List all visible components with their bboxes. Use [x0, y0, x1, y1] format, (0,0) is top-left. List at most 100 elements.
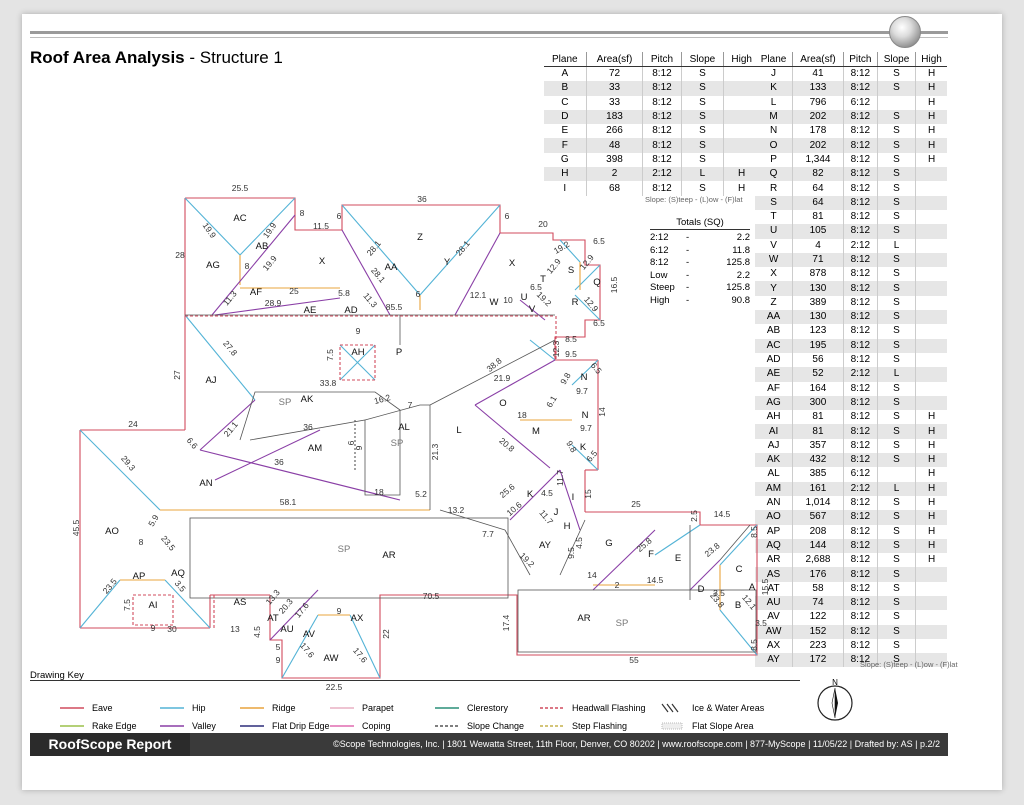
- plane-label: T: [540, 274, 546, 285]
- table-cell: G: [544, 152, 587, 168]
- table-cell: 8:12: [642, 138, 682, 153]
- plane-label: AA: [385, 262, 398, 273]
- dimension-label: 5.9: [146, 513, 161, 528]
- table-cell: L: [681, 167, 725, 182]
- footer-title: RoofScope Report: [30, 733, 190, 756]
- table-cell: 8:12: [642, 124, 682, 139]
- table-cell: AN: [755, 495, 794, 511]
- table-header: Plane: [544, 52, 587, 67]
- table-cell: V: [755, 238, 794, 253]
- key-item: Eave: [60, 703, 113, 713]
- table-cell: S: [877, 281, 917, 296]
- dimension-label: 30: [167, 624, 177, 634]
- totals-cell: 2.2: [736, 232, 750, 243]
- key-item: Parapet: [330, 703, 394, 713]
- key-item: Headwall Flashing: [540, 703, 646, 713]
- key-label: Parapet: [362, 703, 394, 713]
- plane-label: K: [527, 489, 534, 500]
- title-rest: - Structure 1: [184, 48, 283, 67]
- table-cell: 8:12: [843, 381, 878, 396]
- dimension-label: 4.5: [574, 537, 584, 549]
- dimension-label: 25: [631, 499, 641, 509]
- table-cell: 8:12: [843, 453, 878, 468]
- compass-icon: N: [817, 678, 853, 721]
- table-cell: S: [877, 524, 917, 539]
- dimension-label: 17.4: [501, 614, 511, 631]
- dimension-label: 28: [175, 250, 185, 260]
- dimension-label: 12.9: [578, 252, 596, 271]
- key-label: Step Flashing: [572, 721, 628, 731]
- totals-cell: -: [686, 294, 690, 306]
- table-cell: 133: [792, 81, 844, 96]
- dimension-label: 9.5: [566, 547, 576, 559]
- dimension-label: 6.5: [530, 282, 542, 292]
- table-cell: S: [877, 410, 917, 425]
- key-item: Ridge: [240, 703, 296, 713]
- table-cell: 8:12: [843, 81, 878, 96]
- table-cell: [915, 167, 947, 182]
- dimension-label: 11.5: [313, 221, 329, 231]
- line-swatch-icon: [540, 725, 564, 727]
- table-cell: L: [755, 95, 794, 110]
- table-cell: 58: [792, 581, 844, 596]
- dimension-label: 7.7: [482, 529, 494, 539]
- table-cell: 357: [792, 438, 844, 454]
- dimension-label: 9: [337, 606, 342, 616]
- table-cell: C: [544, 95, 587, 110]
- dimension-label: 6: [505, 211, 510, 221]
- table-cell: AD: [755, 352, 794, 368]
- table-cell: 64: [792, 181, 844, 196]
- totals-row: 8:12-125.8: [650, 257, 750, 270]
- title-bold: Roof Area Analysis: [30, 48, 185, 67]
- table-cell: 52: [792, 367, 844, 382]
- table-cell: AM: [755, 481, 794, 496]
- table-cell: 8:12: [642, 109, 682, 125]
- table-cell: AO: [755, 510, 794, 525]
- plane-label: AX: [351, 613, 364, 624]
- table-cell: [915, 281, 947, 296]
- table-cell: [916, 639, 947, 653]
- line-swatch-icon: [330, 707, 354, 709]
- totals-cell: 8:12: [650, 257, 669, 268]
- dimension-label: 25.6: [498, 481, 517, 499]
- table-cell: [724, 67, 759, 82]
- table-cell: 8:12: [843, 553, 878, 568]
- table-cell: S: [877, 510, 917, 525]
- plane-label: AW: [324, 653, 339, 664]
- line-swatch-icon: [160, 725, 184, 727]
- table-cell: 183: [586, 109, 644, 125]
- table-cell: [916, 582, 947, 596]
- table-cell: 8:12: [843, 495, 878, 511]
- dimension-label: 6: [416, 289, 421, 299]
- totals-cell: 2:12: [650, 232, 669, 243]
- line-swatch-icon: [330, 725, 354, 727]
- plane-label: SP: [616, 618, 629, 629]
- dimension-label: 58.1: [280, 497, 297, 507]
- table-cell: [915, 624, 947, 639]
- table-cell: AW: [755, 624, 794, 639]
- table-cell: H: [927, 554, 936, 566]
- table-cell: S: [681, 138, 725, 153]
- table-cell: S: [877, 381, 917, 396]
- table-cell: S: [877, 581, 917, 596]
- dimension-label: 45.5: [71, 519, 81, 536]
- dimension-label: 9: [151, 623, 156, 633]
- table-cell: 8:12: [843, 152, 878, 168]
- dimension-label: 22: [381, 629, 391, 639]
- table-cell: S: [877, 324, 917, 339]
- table-cell: 1,344: [792, 152, 844, 168]
- dimension-label: 6.5: [593, 236, 605, 246]
- table-cell: H: [927, 525, 936, 537]
- dimension-label: 22.5: [326, 682, 343, 692]
- table-cell: [916, 267, 947, 281]
